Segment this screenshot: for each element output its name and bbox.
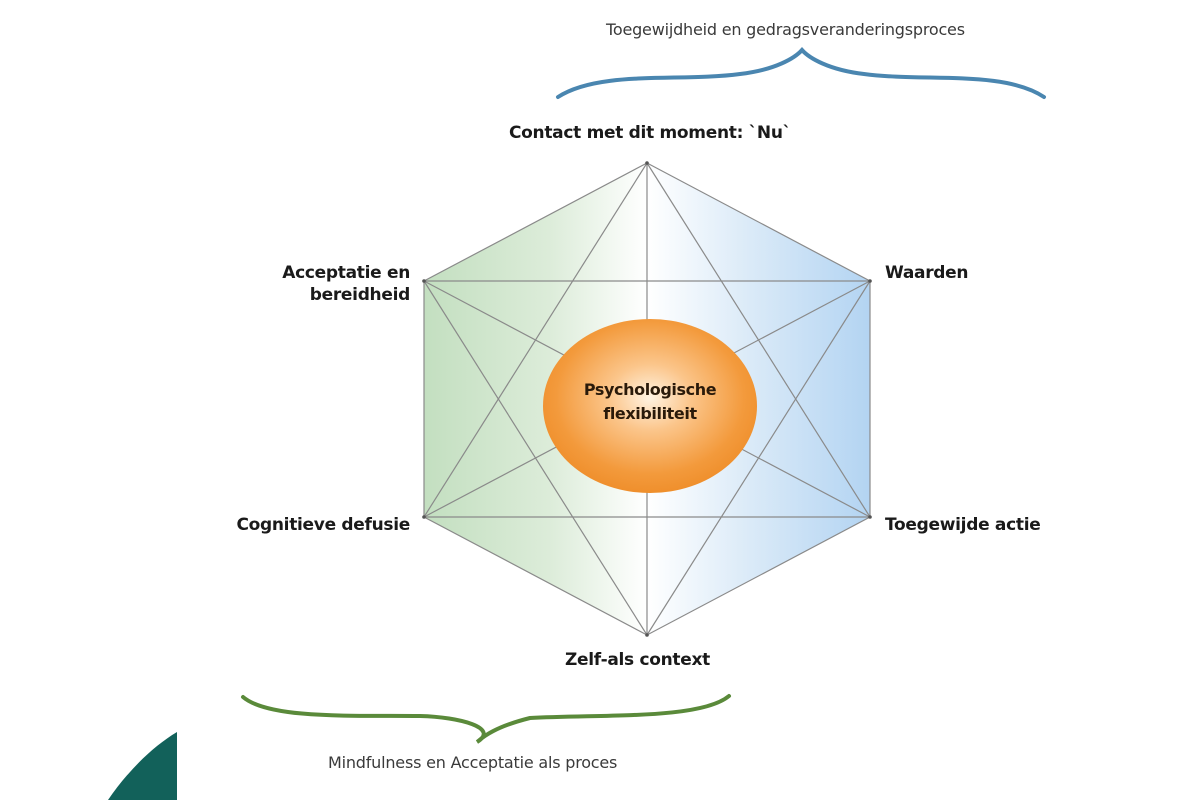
center-label: Psychologische flexibiliteit xyxy=(544,378,756,426)
node-upper-left-line2: bereidheid xyxy=(309,285,411,305)
node-upper-right-label: Waarden xyxy=(885,263,969,283)
vertex-bottom xyxy=(645,633,649,637)
vertex-lower-left xyxy=(422,515,426,519)
node-bottom-label: Zelf-als context xyxy=(565,650,710,670)
corner-decoration xyxy=(108,732,177,800)
vertex-lower-right xyxy=(868,515,872,519)
node-lower-right-label: Toegewijde actie xyxy=(885,515,1041,535)
vertex-upper-left xyxy=(422,279,426,283)
center-label-line1: Psychologische xyxy=(583,380,717,399)
node-top-label: Contact met dit moment: `Nu` xyxy=(509,123,791,143)
node-upper-left-line1: Acceptatie en xyxy=(282,263,410,283)
top-brace-caption: Toegewijdheid en gedragsveranderingsproc… xyxy=(606,20,965,39)
node-upper-left-label: Acceptatie en bereidheid xyxy=(250,262,410,306)
top-brace xyxy=(556,46,1046,99)
bottom-brace xyxy=(241,694,731,744)
vertex-dots xyxy=(422,161,872,637)
bottom-brace-caption: Mindfulness en Acceptatie als proces xyxy=(328,753,618,772)
vertex-upper-right xyxy=(868,279,872,283)
node-lower-left-label: Cognitieve defusie xyxy=(236,515,410,535)
center-label-line2: flexibiliteit xyxy=(603,404,697,423)
vertex-top xyxy=(645,161,649,165)
center-ellipse xyxy=(543,319,757,493)
